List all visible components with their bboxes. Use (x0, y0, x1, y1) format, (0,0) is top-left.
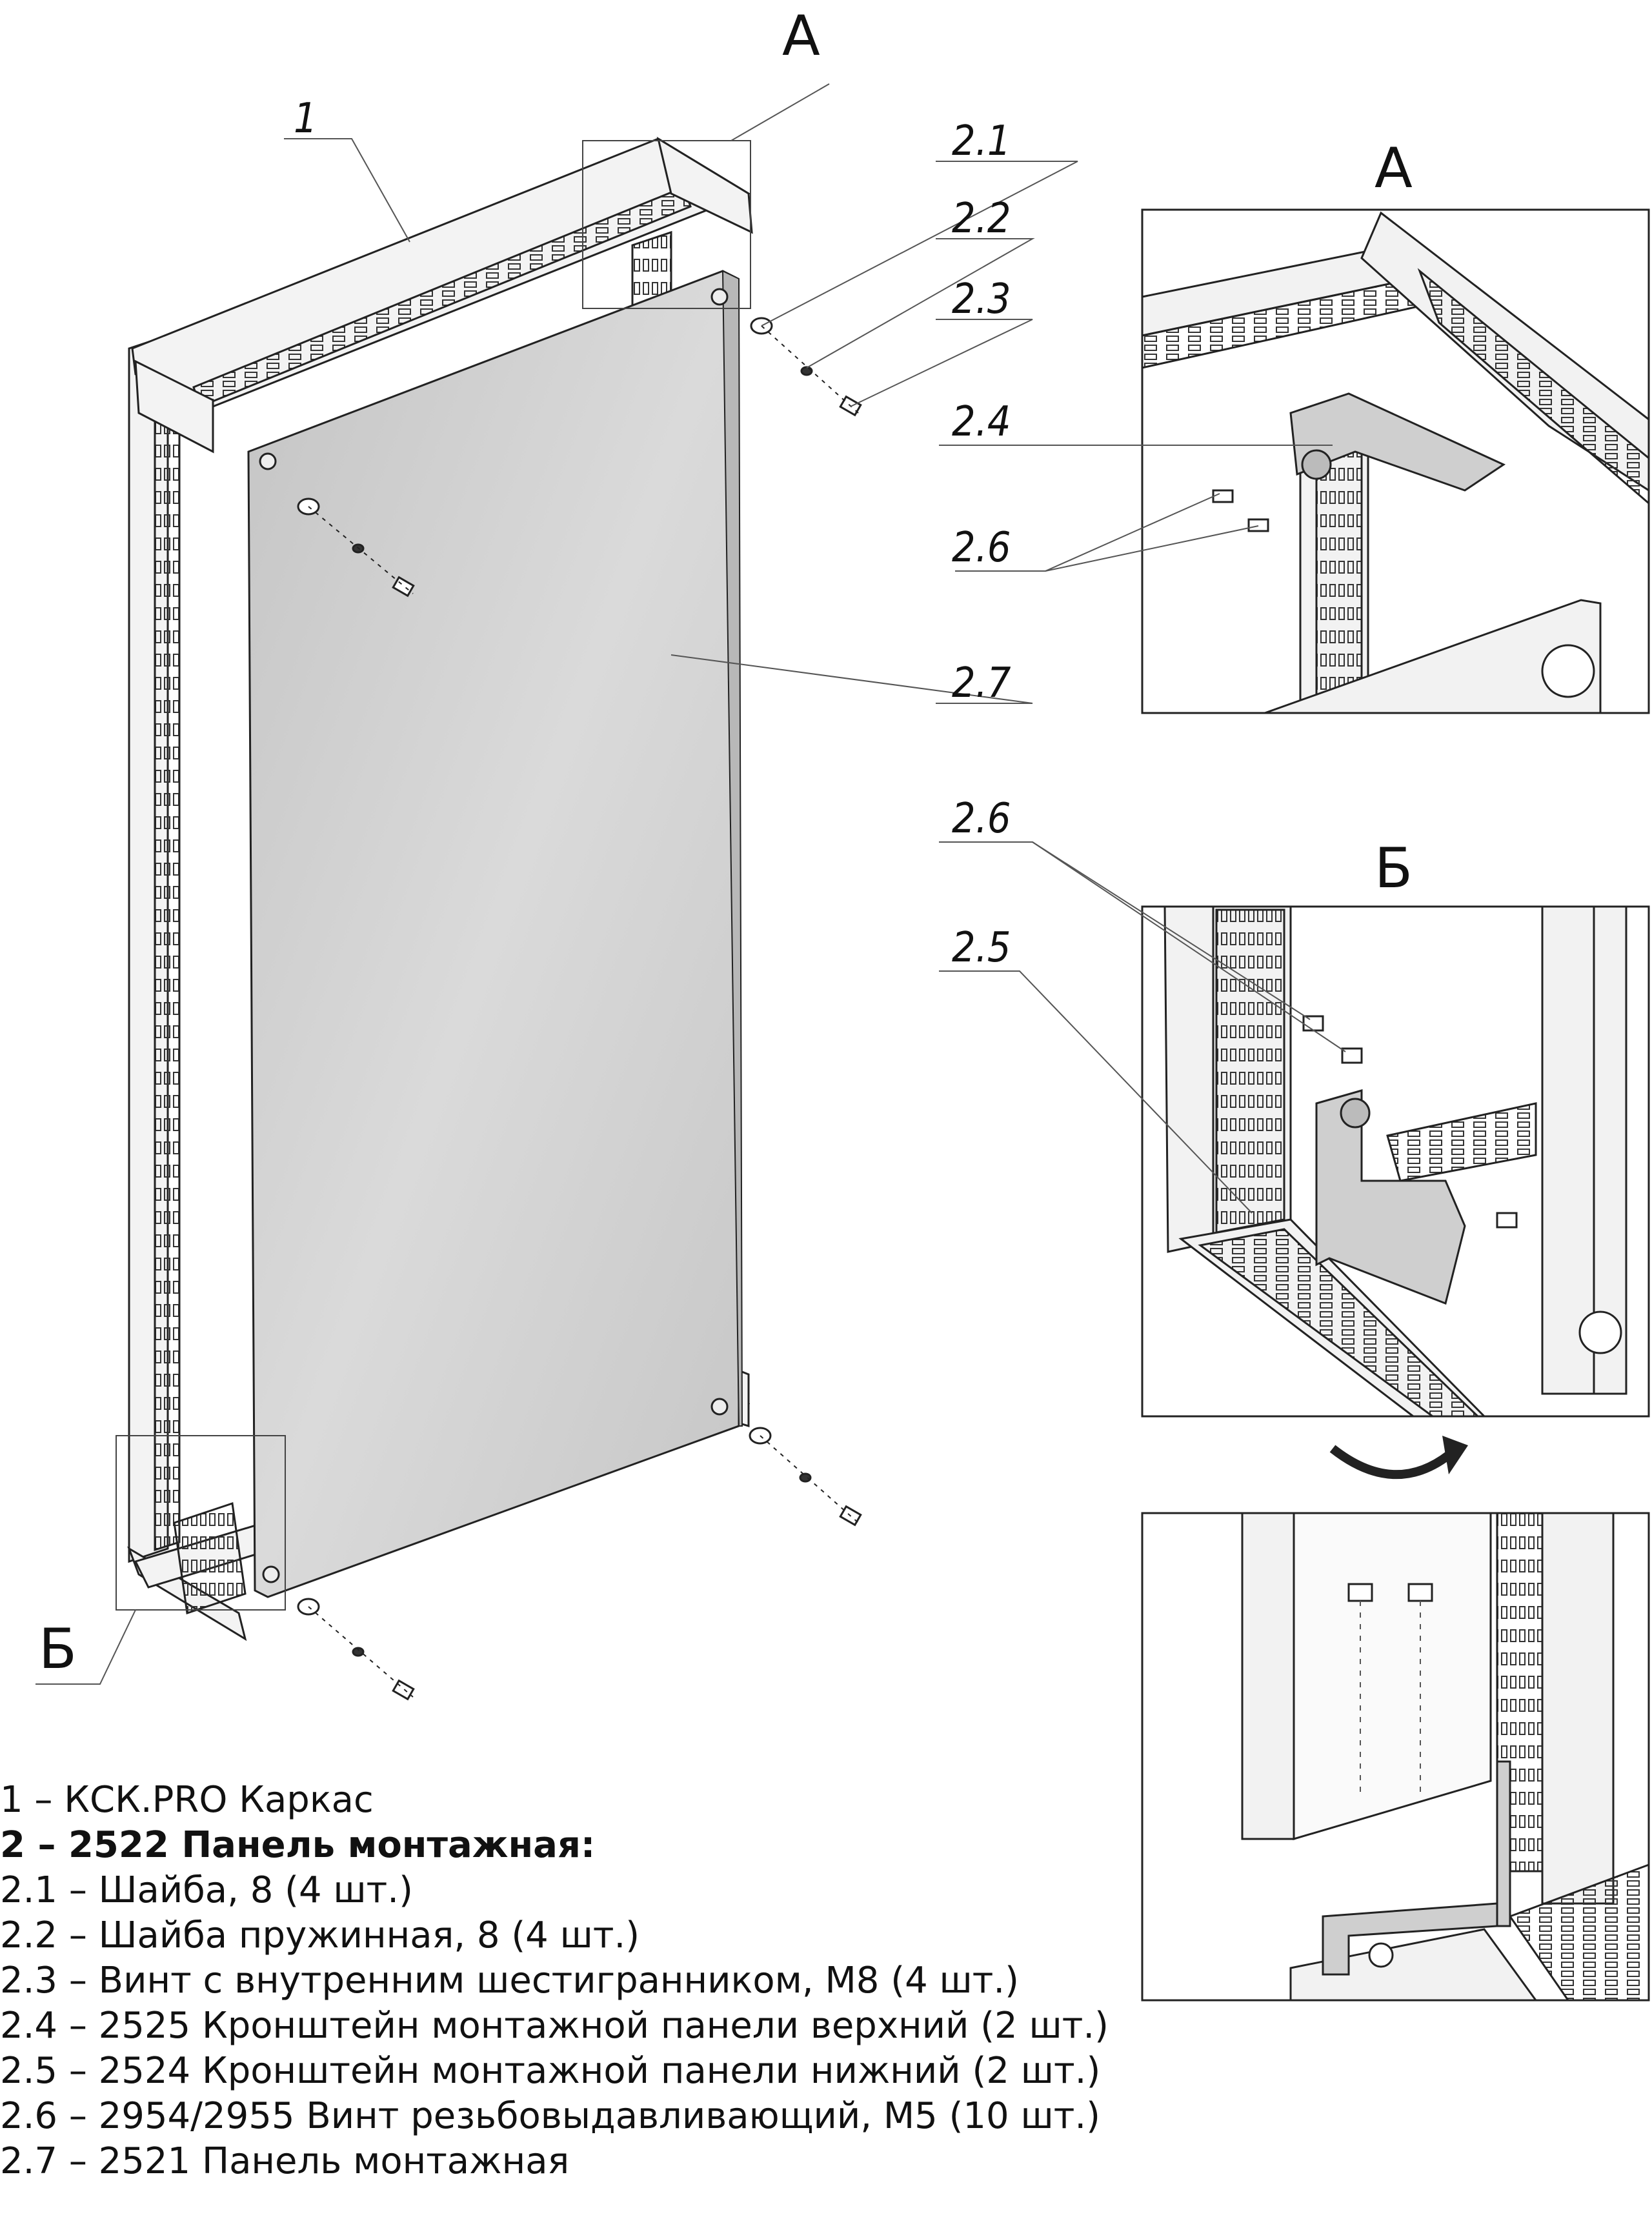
leader-lines-a (939, 445, 1333, 572)
view-box-b (116, 1435, 286, 1611)
legend-item: 2.3 – Винт с внутренним шестигранником, … (0, 1960, 1020, 2002)
legend-item: 2.2 – Шайба пружинная, 8 (4 шт.) (0, 1914, 640, 1956)
view-box-a (582, 140, 751, 309)
rotation-arrow-icon (1329, 1436, 1468, 1480)
legend-item: 2.5 – 2524 Кронштейн монтажной панели ни… (0, 2050, 1101, 2092)
legend-item: 2.7 – 2521 Панель монтажная (0, 2140, 570, 2182)
detail-b (1141, 905, 1650, 1418)
detail-a-title: А (1375, 136, 1413, 201)
detail-b-title: Б (1375, 836, 1413, 901)
leader-lines-main (35, 83, 1078, 1685)
detail-a-callout-2-6: 2.6 (952, 524, 1011, 572)
legend-item: 1 – КСК.PRO Каркас (0, 1779, 374, 1821)
leader-lines-b (939, 841, 1346, 1214)
legend-item: 2 – 2522 Панель монтажная: (0, 1824, 596, 1866)
callout-2-2: 2.2 (952, 195, 1011, 243)
callout-2-7: 2.7 (952, 659, 1011, 707)
detail-a-callout-2-4: 2.4 (952, 398, 1011, 446)
callout-view-a: А (782, 4, 820, 68)
detail-c (1141, 1512, 1650, 2002)
callout-2-3: 2.3 (952, 276, 1011, 323)
callout-2-1: 2.1 (952, 117, 1011, 165)
detail-b-callout-2-5: 2.5 (952, 924, 1011, 972)
fasteners-main (297, 317, 862, 1701)
callout-1: 1 (294, 95, 317, 143)
detail-a (1141, 208, 1650, 714)
mounting-panel (247, 270, 743, 1598)
callout-view-b: Б (39, 1617, 77, 1682)
detail-b-callout-2-6: 2.6 (952, 795, 1011, 843)
legend-item: 2.4 – 2525 Кронштейн монтажной панели ве… (0, 2005, 1109, 2047)
legend-item: 2.6 – 2954/2955 Винт резьбовыдавливающий… (0, 2095, 1100, 2137)
legend-item: 2.1 – Шайба, 8 (4 шт.) (0, 1869, 413, 1911)
